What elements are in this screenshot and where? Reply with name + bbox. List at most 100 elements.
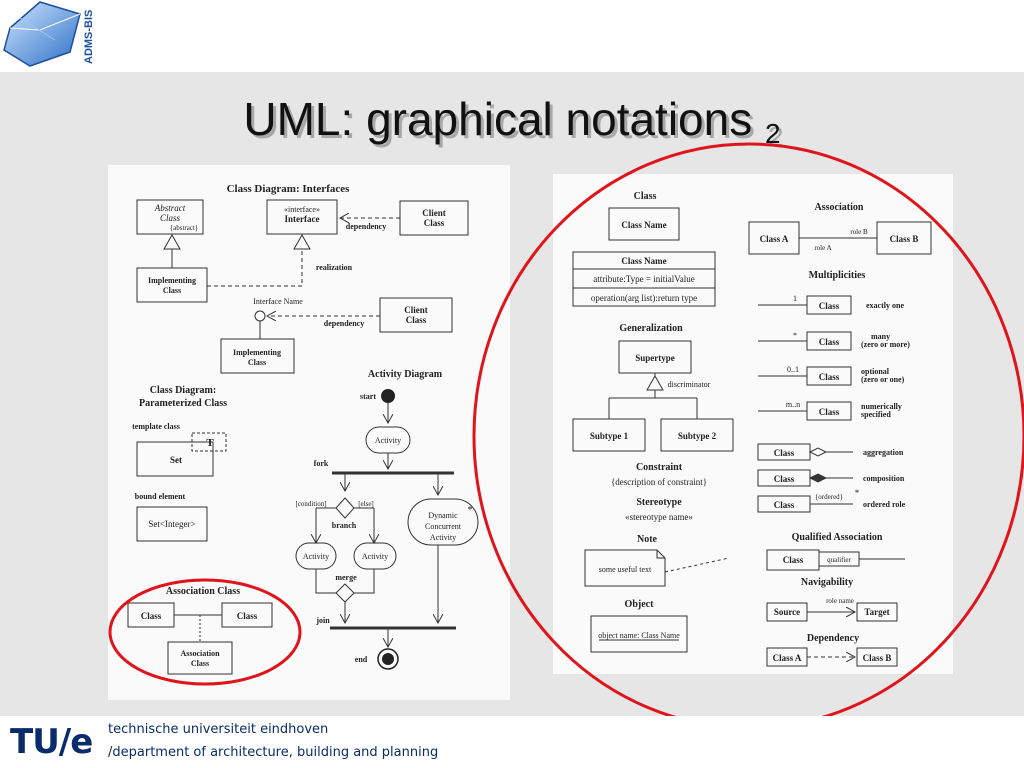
association-class-line1: Association — [180, 649, 220, 658]
slide-title: UML: graphical notations 2 — [243, 93, 781, 149]
branch-label: branch — [332, 521, 357, 530]
university-name: technische universiteit eindhoven — [108, 722, 329, 737]
mult-class1: Class — [819, 301, 840, 311]
interfaces-title: Class Diagram: Interfaces — [227, 183, 351, 195]
mult-1: 1 — [793, 294, 797, 303]
stereotype-title: Stereotype — [636, 497, 682, 508]
implementing-class2-line1: Implementing — [233, 348, 281, 357]
condition-label: [condition] — [295, 500, 326, 508]
fork-label: fork — [314, 459, 329, 468]
class-name-box: Class Name — [621, 220, 666, 230]
mult-mn-desc2: specified — [861, 410, 891, 419]
adms-bis-logo: ADMS-BIS — [3, 1, 95, 67]
activity1-label: Activity — [375, 436, 401, 445]
role-b-label: role B — [850, 228, 868, 236]
subtype1-label: Subtype 1 — [590, 431, 629, 441]
subtype2-label: Subtype 2 — [678, 431, 717, 441]
note-text: some useful text — [599, 565, 652, 574]
supertype-label: Supertype — [635, 353, 675, 363]
ordered-class: Class — [774, 500, 795, 510]
mult-mn: m..n — [786, 400, 800, 409]
association-title: Association — [815, 202, 864, 213]
object-title: Object — [625, 599, 655, 610]
set-label: Set — [170, 455, 182, 465]
mult-01: 0..1 — [787, 365, 799, 374]
composition-label: composition — [863, 474, 905, 483]
client-class1-line2: Class — [424, 218, 445, 228]
assoc-class-left: Class — [141, 611, 162, 621]
abstract-class-line2: Class — [160, 213, 181, 223]
source-label: Source — [774, 607, 800, 617]
end-label: end — [355, 655, 368, 664]
dependency-label1: dependency — [346, 222, 386, 231]
role-a-label: role A — [814, 244, 831, 252]
stereotype-desc: «stereotype name» — [625, 512, 693, 522]
assoc-class-right: Class — [237, 611, 258, 621]
interface-name-label: Interface Name — [253, 297, 303, 306]
implementing-class1-line2: Class — [163, 286, 181, 295]
class-title: Class — [634, 191, 657, 202]
note-title: Note — [637, 534, 658, 545]
discriminator-label: discriminator — [668, 380, 711, 389]
attribute-row: attribute:Type = initialValue — [593, 274, 694, 284]
dependency-title: Dependency — [807, 633, 859, 644]
dynamic-line2: Concurrent — [425, 522, 462, 531]
ordered-tag: {ordered} — [815, 493, 843, 501]
template-class-label: template class — [132, 422, 180, 431]
client-class2-line1: Client — [404, 305, 428, 315]
activity2-label: Activity — [303, 552, 329, 561]
realization-label: realization — [316, 263, 353, 272]
navigability-title: Navigability — [801, 577, 853, 588]
multiplicities-title: Multiplicities — [809, 270, 866, 281]
parameterized-title-line2: Parameterized Class — [139, 398, 227, 409]
operation-row: operation(arg list):return type — [591, 293, 697, 303]
end-node-icon — [377, 648, 399, 670]
association-class-line2: Class — [191, 659, 209, 668]
target-label: Target — [864, 607, 889, 617]
dynamic-line1: Dynamic — [428, 511, 458, 520]
association-class-title: Association Class — [166, 586, 240, 597]
object-text: object name: Class Name — [598, 631, 680, 640]
title-subscript: 2 — [765, 118, 781, 149]
dynamic-line3: Activity — [430, 533, 456, 542]
start-label: start — [360, 392, 376, 401]
client-class1-line1: Client — [422, 208, 446, 218]
qualified-class: Class — [783, 555, 804, 565]
mult-1-desc: exactly one — [866, 301, 904, 310]
assoc-class-a: Class A — [760, 234, 789, 244]
header-bar — [0, 0, 1024, 72]
composition-class: Class — [774, 474, 795, 484]
class-name-header: Class Name — [621, 256, 666, 266]
implementing-class2-line2: Class — [248, 358, 266, 367]
constraint-desc: {description of constraint} — [611, 477, 707, 487]
start-node-icon — [381, 389, 395, 403]
left-diagram-panel: Class Diagram: Interfaces Abstract Class… — [108, 165, 510, 700]
aggregation-label: aggregation — [863, 448, 904, 457]
dep-class-a: Class A — [773, 653, 802, 663]
client-class2-line2: Class — [406, 315, 427, 325]
abstract-tag: {abstract} — [170, 224, 199, 232]
qualifier-label: qualifier — [827, 556, 851, 564]
dynamic-star: * — [468, 505, 473, 516]
assoc-class-b: Class B — [890, 234, 919, 244]
tue-logo: TU/e — [10, 722, 93, 762]
template-param: T — [206, 437, 214, 449]
dependency-label2: dependency — [324, 319, 364, 328]
mult-01-desc2: (zero or one) — [861, 375, 905, 384]
interface-label: Interface — [285, 214, 320, 224]
activity-diagram-title: Activity Diagram — [368, 369, 443, 380]
dep-class-b: Class B — [863, 653, 892, 663]
join-label: join — [315, 616, 330, 625]
parameterized-title-line1: Class Diagram: — [150, 385, 216, 396]
generalization-title: Generalization — [619, 323, 683, 334]
footer-bar — [0, 716, 1024, 768]
mult-star: * — [793, 331, 797, 340]
logo-text: ADMS-BIS — [83, 10, 95, 64]
activity3-label: Activity — [362, 552, 388, 561]
merge-label: merge — [335, 573, 357, 582]
mult-star-desc2: (zero or more) — [861, 340, 910, 349]
abstract-class-line1: Abstract — [154, 203, 186, 213]
aggregation-class: Class — [774, 448, 795, 458]
mult-class2: Class — [819, 337, 840, 347]
constraint-title: Constraint — [636, 462, 683, 473]
